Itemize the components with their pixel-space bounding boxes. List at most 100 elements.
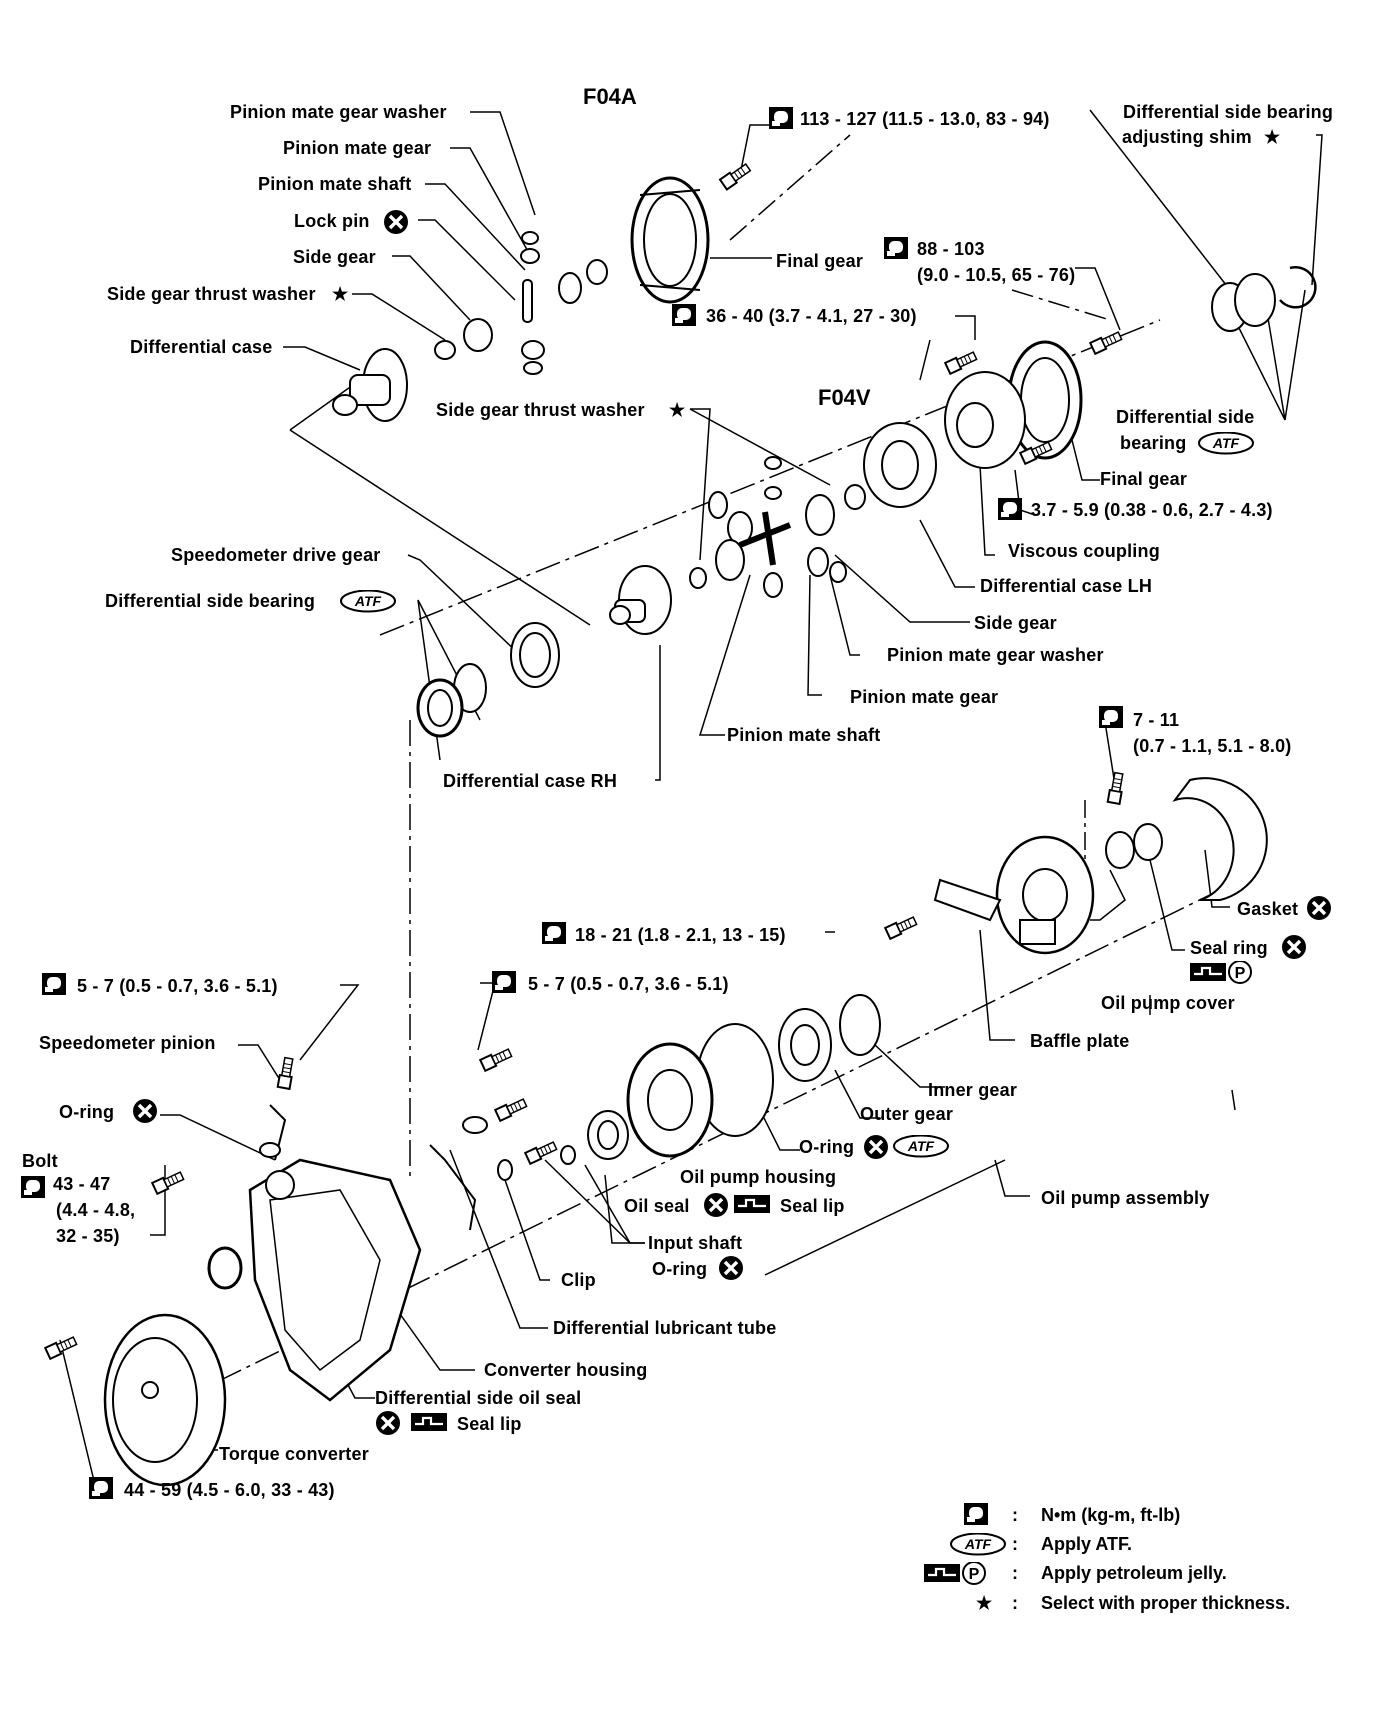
torque-icon	[964, 1503, 988, 1525]
label-diff-side-bearing-f04v-2: bearing	[1120, 433, 1187, 453]
label-inner-gear: Inner gear	[928, 1080, 1018, 1100]
label-pinion-mate-shaft-f04a: Pinion mate shaft	[258, 174, 412, 194]
legend-star-sep: :	[1012, 1593, 1018, 1613]
label-oil-pump-assembly: Oil pump assembly	[1041, 1188, 1210, 1208]
label-pinion-mate-gear-f04v: Pinion mate gear	[850, 687, 999, 707]
label-bolt: Bolt	[22, 1151, 58, 1171]
label-torque-18: 18 - 21 (1.8 - 2.1, 13 - 15)	[575, 925, 786, 945]
label-differential-case: Differential case	[130, 337, 273, 357]
label-diff-side-bearing-shim-2: adjusting shim	[1122, 127, 1252, 147]
label-o-ring-mid: O-ring	[799, 1137, 855, 1157]
star-icon: ★	[332, 284, 349, 304]
x-mark-icon	[133, 1099, 157, 1123]
petroleum-jelly-icon	[734, 1193, 772, 1215]
x-mark-icon	[384, 210, 408, 234]
label-input-shaft: Input shaft	[648, 1233, 743, 1253]
label-torque-43-line2: (4.4 - 4.8,	[56, 1200, 136, 1220]
label-side-gear-f04a: Side gear	[293, 247, 376, 267]
label-differential-side-bearing: Differential side bearing	[105, 591, 316, 611]
label-differential-side-oil-seal: Differential side oil seal	[375, 1388, 582, 1408]
label-differential-case-rh: Differential case RH	[443, 771, 618, 791]
label-converter-housing: Converter housing	[484, 1360, 648, 1380]
torque-icon	[884, 237, 908, 259]
label-torque-7-line1: 7 - 11	[1133, 710, 1180, 730]
label-viscous-coupling: Viscous coupling	[1008, 541, 1160, 561]
star-icon: ★	[976, 1593, 993, 1613]
label-side-gear-thrust-washer-f04a: Side gear thrust washer	[107, 284, 316, 304]
label-diff-side-bearing-shim-1: Differential side bearing	[1123, 102, 1334, 122]
oil-pump-parts	[429, 771, 1268, 1231]
legend-torque-desc: N•m (kg-m, ft-lb)	[1041, 1505, 1181, 1525]
label-side-gear-f04v: Side gear	[974, 613, 1057, 633]
converter-parts	[44, 1056, 422, 1487]
petroleum-jelly-icon	[411, 1411, 449, 1433]
label-clip: Clip	[561, 1270, 596, 1290]
legend-atf-sep: :	[1012, 1534, 1018, 1554]
label-torque-44: 44 - 59 (4.5 - 6.0, 33 - 43)	[124, 1480, 335, 1500]
f04v-title: F04V	[818, 385, 871, 410]
label-pinion-mate-shaft-f04v: Pinion mate shaft	[727, 725, 881, 745]
label-speedometer-drive-gear: Speedometer drive gear	[171, 545, 381, 565]
star-icon: ★	[669, 400, 686, 420]
f04a-title: F04A	[583, 84, 637, 109]
x-mark-icon	[1282, 935, 1306, 959]
torque-icon	[42, 973, 66, 995]
label-torque-43-line3: 32 - 35)	[56, 1226, 120, 1246]
label-o-ring-input: O-ring	[652, 1259, 708, 1279]
x-mark-icon	[704, 1193, 728, 1217]
torque-icon	[21, 1176, 45, 1198]
label-pinion-mate-gear-washer-f04a: Pinion mate gear washer	[230, 102, 447, 122]
label-oil-pump-cover: Oil pump cover	[1101, 993, 1235, 1013]
atf-icon	[340, 590, 396, 613]
torque-icon	[998, 498, 1022, 520]
label-gasket: Gasket	[1237, 899, 1299, 919]
torque-icon	[542, 922, 566, 944]
label-differential-lubricant-tube: Differential lubricant tube	[553, 1318, 777, 1338]
label-final-gear-f04v: Final gear	[1100, 469, 1188, 489]
label-torque-88-line2: (9.0 - 10.5, 65 - 76)	[917, 265, 1076, 285]
legend-torque-sep: :	[1012, 1505, 1018, 1525]
atf-icon	[893, 1135, 949, 1158]
label-torque-5-left: 5 - 7 (0.5 - 0.7, 3.6 - 5.1)	[77, 976, 278, 996]
star-icon: ★	[1264, 127, 1281, 147]
label-lock-pin: Lock pin	[294, 211, 370, 231]
legend-star-desc: Select with proper thickness.	[1041, 1593, 1291, 1613]
f04v-parts	[416, 266, 1317, 738]
label-side-gear-thrust-washer-f04v: Side gear thrust washer	[436, 400, 645, 420]
label-speedometer-pinion: Speedometer pinion	[39, 1033, 216, 1053]
label-torque-5-mid: 5 - 7 (0.5 - 0.7, 3.6 - 5.1)	[528, 974, 729, 994]
legend-atf-desc: Apply ATF.	[1041, 1534, 1132, 1554]
torque-icon	[672, 304, 696, 326]
label-torque-36: 36 - 40 (3.7 - 4.1, 27 - 30)	[706, 306, 917, 326]
torque-icon	[492, 971, 516, 993]
torque-icon	[1099, 706, 1123, 728]
legend-jelly-desc: Apply petroleum jelly.	[1041, 1563, 1227, 1583]
label-torque-43-line1: 43 - 47	[53, 1174, 111, 1194]
label-pinion-mate-gear-f04a: Pinion mate gear	[283, 138, 432, 158]
label-torque-7-line2: (0.7 - 1.1, 5.1 - 8.0)	[1133, 736, 1292, 756]
petroleum-jelly-icon	[924, 1562, 987, 1586]
torque-icon	[89, 1477, 113, 1499]
label-differential-case-lh: Differential case LH	[980, 576, 1153, 596]
legend-jelly-sep: :	[1012, 1563, 1018, 1583]
x-mark-icon	[1307, 896, 1331, 920]
label-torque-converter: Torque converter	[219, 1444, 369, 1464]
atf-icon	[950, 1533, 1006, 1556]
x-mark-icon	[864, 1135, 888, 1159]
label-seal-lip-upper: Seal lip	[780, 1196, 845, 1216]
label-outer-gear: Outer gear	[860, 1104, 954, 1124]
label-diff-side-bearing-f04v-1: Differential side	[1116, 407, 1255, 427]
petroleum-jelly-icon	[1190, 961, 1253, 985]
label-torque-113: 113 - 127 (11.5 - 13.0, 83 - 94)	[800, 109, 1050, 129]
label-seal-ring: Seal ring	[1190, 938, 1268, 958]
label-torque-88-line1: 88 - 103	[917, 239, 985, 259]
label-oil-pump-housing: Oil pump housing	[680, 1167, 837, 1187]
label-pinion-mate-gear-washer-f04v: Pinion mate gear washer	[887, 645, 1104, 665]
atf-icon	[1198, 432, 1254, 455]
label-torque-3-7: 3.7 - 5.9 (0.38 - 0.6, 2.7 - 4.3)	[1031, 500, 1273, 520]
label-final-gear-f04a: Final gear	[776, 251, 864, 271]
label-oil-seal: Oil seal	[624, 1196, 690, 1216]
label-baffle-plate: Baffle plate	[1030, 1031, 1130, 1051]
x-mark-icon	[719, 1256, 743, 1280]
